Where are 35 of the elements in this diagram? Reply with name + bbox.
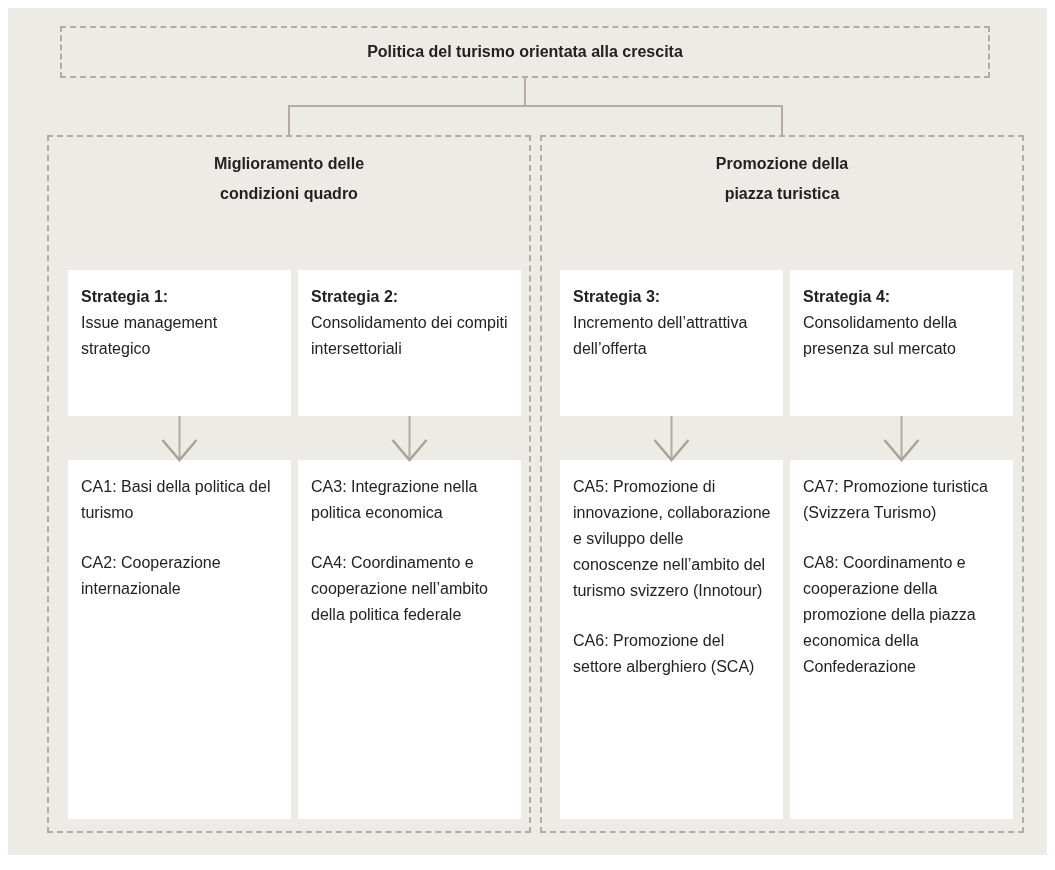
action-text: CA8: Coordinamento e cooperazione della promozione della piazza economica della Confederazione: [803, 553, 977, 677]
action-text: CA5: Promozione di innovazione, collaborazione e sviluppo delle conoscenze nell’ambito del turismo svizzero (Innotour): [573, 477, 771, 601]
action-text: CA6: Promozione del settore alberghiero (SCA): [573, 631, 756, 677]
action-text: CA3: Integrazione nella politica economica: [311, 477, 479, 523]
arrow: [391, 415, 428, 462]
action-box: [68, 460, 291, 819]
strategy-title: Strategia 4:: [803, 287, 892, 307]
group-title: Promozione della piazza turistica: [714, 154, 850, 204]
action-box: [298, 460, 521, 819]
strategy-box: [560, 270, 783, 416]
strategy-text: Issue management strategico: [81, 313, 219, 359]
action-text: CA4: Coordinamento e cooperazione nell’ambito della politica federale: [311, 553, 489, 625]
strategy-title: Strategia 2:: [311, 287, 400, 307]
group-box: [47, 135, 531, 833]
strategy-box: [68, 270, 291, 416]
group-title: Miglioramento delle condizioni quadro: [212, 154, 366, 204]
action-box: [560, 460, 783, 819]
strategy-box: [790, 270, 1013, 416]
strategy-text: Consolidamento della presenza sul mercato: [803, 313, 958, 359]
action-box: [790, 460, 1013, 819]
group-box: [540, 135, 1024, 833]
heading-text: Politica del turismo orientata alla crescita: [367, 42, 683, 62]
arrow: [883, 415, 920, 462]
connector-line: [524, 77, 783, 136]
strategy-title: Strategia 1:: [81, 287, 170, 307]
arrow: [161, 415, 198, 462]
action-text: CA2: Cooperazione internazionale: [81, 553, 222, 599]
strategy-text: Incremento dell’attrattiva dell’offerta: [573, 313, 749, 359]
strategy-title: Strategia 3:: [573, 287, 662, 307]
action-text: CA1: Basi della politica del turismo: [81, 477, 272, 523]
action-text: CA7: Promozione turistica (Svizzera Turismo): [803, 477, 989, 523]
heading-box: [60, 26, 990, 78]
strategy-box: [298, 270, 521, 416]
arrow: [653, 415, 690, 462]
strategy-text: Consolidamento dei compiti intersettoriali: [311, 313, 509, 359]
